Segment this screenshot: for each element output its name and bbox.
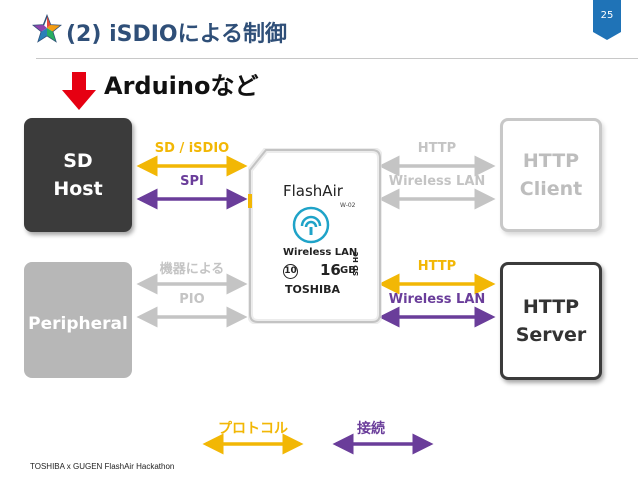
card-maker: TOSHIBA [285, 283, 340, 296]
star-logo-icon [32, 14, 62, 43]
label-http-upper: HTTP [417, 141, 457, 156]
card-wireless-lan: Wireless LAN [283, 247, 358, 258]
label-wireless-lan-lower: Wireless LAN [388, 292, 486, 307]
http-server-box: HTTP Server [500, 262, 602, 380]
down-arrow-icon [62, 72, 96, 110]
page-badge [593, 0, 621, 40]
page-number: 25 [600, 10, 614, 21]
slide-title: (2) iSDIOによる制御 [66, 22, 287, 47]
card-capacity: 16 [320, 261, 341, 279]
title-divider [36, 58, 638, 59]
card-model: W-02 [340, 202, 356, 209]
label-wireless-lan-upper: Wireless LAN [388, 174, 486, 189]
label-sd-isdio: SD / iSDIO [154, 141, 230, 156]
card-brand: FlashAir [283, 182, 343, 200]
label-http-lower: HTTP [417, 259, 457, 274]
footer-text: TOSHIBA x GUGEN FlashAir Hackathon [30, 462, 175, 471]
sd-host-box: SD Host [24, 118, 132, 232]
legend-protocol-label: プロトコル [218, 421, 288, 437]
flashair-card-shape [248, 148, 382, 324]
wifi-icon [292, 206, 330, 244]
legend-connection-label: 接続 [357, 421, 385, 437]
label-spi: SPI [180, 174, 204, 189]
card-class-mark: 10 [283, 264, 298, 279]
label-device-dependent: 機器による [159, 262, 225, 277]
http-client-box: HTTP Client [500, 118, 602, 232]
peripheral-box: Peripheral [24, 262, 132, 378]
label-pio: PIO [179, 292, 205, 307]
subtitle: Arduinoなど [104, 72, 259, 100]
card-type-mark: SD HC [352, 251, 360, 276]
card-capacity-unit: GB [340, 265, 356, 276]
